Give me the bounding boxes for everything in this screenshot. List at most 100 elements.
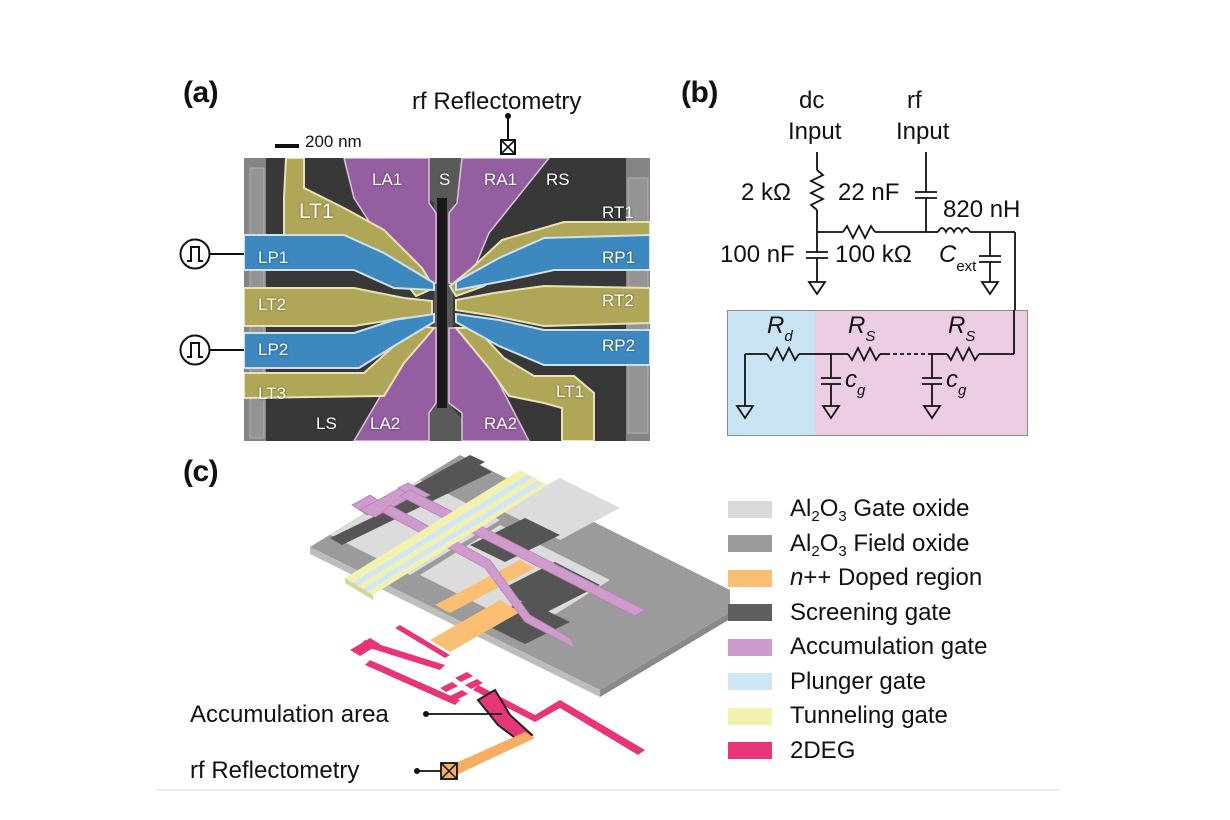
legend: Al2O3 Gate oxide Al2O3 Field oxide n++ D… bbox=[728, 492, 987, 768]
ground-icon-dc bbox=[807, 281, 827, 296]
resistor-rd bbox=[766, 345, 800, 363]
dc-input-label-line1: dc bbox=[799, 87, 825, 114]
gate-label-lp2: LP2 bbox=[258, 340, 289, 359]
resistor-rs-2 bbox=[946, 345, 980, 363]
cg-label-2: cg bbox=[946, 366, 966, 399]
t: 3 bbox=[838, 542, 847, 560]
cext-sub: ext bbox=[956, 258, 977, 275]
legend-label: Tunneling gate bbox=[790, 702, 948, 730]
legend-item-2deg: 2DEG bbox=[728, 734, 987, 769]
gate-label-lt1-right: LT1 bbox=[556, 382, 585, 401]
t: 3 bbox=[838, 508, 847, 526]
scale-bar-label: 200 nm bbox=[305, 132, 362, 151]
ground-icon-cg-1 bbox=[821, 405, 841, 420]
rs-label-1: RS bbox=[848, 312, 875, 345]
cg2-main: c bbox=[946, 366, 958, 393]
legend-label: Al2O3 Field oxide bbox=[790, 529, 969, 560]
channel-region bbox=[815, 310, 1028, 436]
rf-reflectometry-label-a: rf Reflectometry bbox=[412, 88, 582, 115]
2deg-dot-3 bbox=[440, 682, 458, 692]
legend-swatch bbox=[728, 604, 772, 622]
rd-main: R bbox=[767, 312, 785, 339]
tunneling-gate-stack bbox=[345, 470, 548, 595]
gate-label-ra2: RA2 bbox=[484, 414, 518, 433]
legend-swatch bbox=[728, 535, 772, 553]
legend-swatch bbox=[728, 673, 772, 691]
panel-b-label: (b) bbox=[681, 76, 718, 109]
rf-reflectometry-label-c: rf Reflectometry bbox=[190, 757, 360, 784]
cg2-sub: g bbox=[958, 382, 967, 399]
ground-icon-cg-2 bbox=[922, 405, 942, 420]
2deg-dot-1 bbox=[455, 672, 473, 682]
pulse-generator-icon-1 bbox=[179, 238, 246, 270]
gate-label-rt2: RT2 bbox=[602, 291, 634, 310]
legend-label: Plunger gate bbox=[790, 667, 927, 695]
gate-label-s: S bbox=[439, 170, 451, 189]
bias-tee-circuit bbox=[806, 152, 1016, 310]
pulse-generator-icon-2 bbox=[179, 334, 246, 366]
legend-swatch bbox=[728, 638, 772, 656]
cext-main: C bbox=[939, 241, 957, 268]
t: Gate oxide bbox=[846, 495, 970, 523]
gate-label-rt1: RT1 bbox=[602, 203, 634, 222]
legend-swatch bbox=[728, 569, 772, 587]
t: 2 bbox=[811, 508, 820, 526]
rs2-sub: S bbox=[965, 328, 976, 345]
plunger-gate-1 bbox=[352, 475, 532, 586]
t: Al bbox=[790, 495, 812, 523]
legend-item-accumulation-gate: Accumulation gate bbox=[728, 630, 987, 665]
doped-feed bbox=[440, 732, 535, 778]
accumulation-area-label: Accumulation area bbox=[190, 701, 389, 728]
legend-label: n++ Doped region bbox=[790, 564, 982, 592]
gate-label-ra1: RA1 bbox=[484, 170, 518, 189]
sem-gate-layout bbox=[244, 158, 650, 441]
rf-connector-icon bbox=[500, 113, 516, 155]
rs1-sub: S bbox=[865, 328, 876, 345]
rf-input-label-line1: rf bbox=[907, 87, 922, 114]
t: O bbox=[819, 529, 839, 557]
legend-swatch bbox=[728, 707, 772, 725]
capacitor-22n-label: 22 nF bbox=[838, 179, 900, 206]
gate-label-lt3: LT3 bbox=[258, 384, 287, 403]
cg-label-1: cg bbox=[845, 366, 865, 399]
inductor-820n-label: 820 nH bbox=[943, 196, 1021, 223]
rc-ladder bbox=[735, 310, 1015, 420]
resistor-2k bbox=[808, 169, 826, 211]
capacitor-cext-label: Cext bbox=[939, 241, 976, 275]
panel-a-label: (a) bbox=[183, 76, 219, 109]
ground-icon-cext bbox=[980, 281, 1000, 296]
resistor-100k bbox=[842, 223, 876, 241]
gate-label-rp2: RP2 bbox=[602, 336, 636, 355]
rd-sub: d bbox=[784, 328, 793, 345]
resistor-2k-label: 2 kΩ bbox=[741, 179, 791, 206]
cg1-main: c bbox=[845, 366, 857, 393]
device-3d-schematic bbox=[310, 455, 730, 778]
gate-label-lp1: LP1 bbox=[258, 248, 289, 267]
device-equivalent-circuit: Rd RS RS cg cg bbox=[727, 310, 1029, 436]
gate-label-lt2: LT2 bbox=[258, 295, 287, 314]
inductor-820n bbox=[937, 227, 971, 235]
bottom-divider bbox=[155, 789, 1060, 791]
rd-label: Rd bbox=[767, 312, 793, 345]
gate-label-la2: LA2 bbox=[370, 414, 401, 433]
accumulation-area bbox=[476, 688, 534, 745]
cg1-sub: g bbox=[857, 382, 866, 399]
legend-item-screening-gate: Screening gate bbox=[728, 596, 987, 631]
legend-item-plunger-gate: Plunger gate bbox=[728, 665, 987, 700]
t: n bbox=[790, 564, 804, 592]
legend-label: 2DEG bbox=[790, 736, 856, 764]
gate-label-ls: LS bbox=[316, 414, 337, 433]
screening-gate-2 bbox=[330, 465, 492, 545]
gate-label-rs: RS bbox=[546, 170, 570, 189]
plunger-gate-2 bbox=[362, 481, 542, 592]
sem-image: LA1 S RA1 RS LT1 RT1 LP1 RP1 LT2 RT2 LP2… bbox=[244, 158, 650, 441]
legend-label: Screening gate bbox=[790, 598, 952, 626]
accumulation-gate-3 bbox=[381, 504, 576, 649]
gate-label-la1: LA1 bbox=[372, 170, 403, 189]
legend-item-gate-oxide: Al2O3 Gate oxide bbox=[728, 492, 987, 527]
rs1-main: R bbox=[848, 312, 866, 339]
rs-label-2: RS bbox=[948, 312, 975, 345]
legend-label: Al2O3 Gate oxide bbox=[790, 495, 970, 526]
scale-bar bbox=[275, 144, 299, 148]
rf-connector-icon-c bbox=[414, 762, 458, 780]
